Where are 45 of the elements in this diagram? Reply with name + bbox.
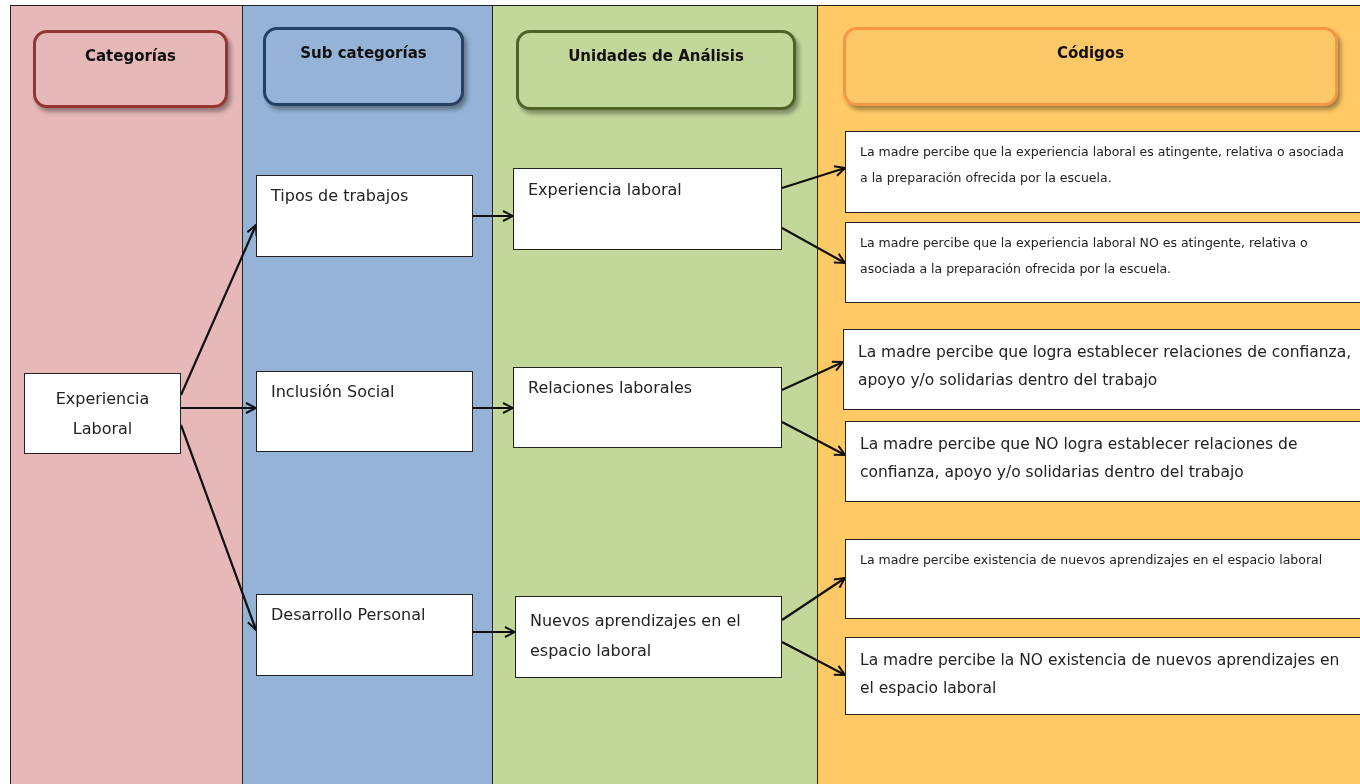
box-text: Tipos de trabajos	[271, 185, 409, 207]
text-box	[845, 637, 1360, 715]
box-text: La madre percibe que logra establecer relaciones de confianza, apoyo y/o solidarias dentro del trabajo	[858, 342, 1353, 391]
text-box	[845, 539, 1360, 619]
text-box	[515, 596, 782, 678]
text-box	[845, 131, 1360, 213]
arrow	[781, 360, 844, 391]
header-text: Categorías	[84, 47, 177, 65]
box-text: La madre percibe que la experiencia laboral es atingente, relativa o asociada a la preparación ofrecida por la escuela.	[860, 143, 1345, 187]
box-text: Relaciones laborales	[528, 377, 693, 399]
arrow	[781, 577, 846, 621]
text-box	[24, 373, 181, 454]
text-box	[843, 329, 1360, 410]
box-text: Nuevos aprendizajes en el espacio laboral	[530, 610, 742, 662]
text-box	[845, 421, 1360, 502]
arrow	[180, 224, 258, 396]
box-text: La madre percibe que NO logra establecer relaciones de confianza, apoyo y/o solidarias dentro del trabajo	[860, 434, 1299, 483]
arrow	[781, 227, 846, 264]
text-box	[845, 222, 1360, 303]
arrow	[473, 626, 516, 638]
arrow	[181, 402, 257, 414]
arrow	[781, 165, 846, 190]
box-text: Inclusión Social	[271, 381, 395, 403]
header-text: Unidades de Análisis	[568, 47, 744, 65]
text-box	[256, 371, 473, 452]
text-box	[513, 168, 782, 250]
column-header	[263, 27, 464, 106]
box-text: Experiencia laboral	[528, 179, 682, 201]
box-text: Desarrollo Personal	[271, 604, 426, 626]
box-text: La madre percibe la NO existencia de nuevos aprendizajes en el espacio laboral	[860, 650, 1341, 699]
header-text: Códigos	[1056, 44, 1125, 62]
arrow	[473, 402, 514, 414]
text-box	[256, 175, 473, 257]
arrow	[473, 210, 514, 222]
text-box	[513, 367, 782, 448]
column-header	[33, 30, 228, 108]
box-text: La madre percibe que la experiencia laboral NO es atingente, relativa o asociada a la preparación ofrecida por la escuela.	[860, 234, 1309, 278]
column-header	[516, 30, 796, 110]
header-text: Sub categorías	[300, 44, 427, 62]
text-box	[256, 594, 473, 676]
box-text: La madre percibe existencia de nuevos aprendizajes en el espacio laboral	[860, 551, 1323, 569]
column-header	[843, 27, 1338, 106]
box-text: Experiencia Laboral	[54, 388, 151, 440]
arrow	[781, 641, 846, 676]
arrow	[781, 421, 846, 456]
